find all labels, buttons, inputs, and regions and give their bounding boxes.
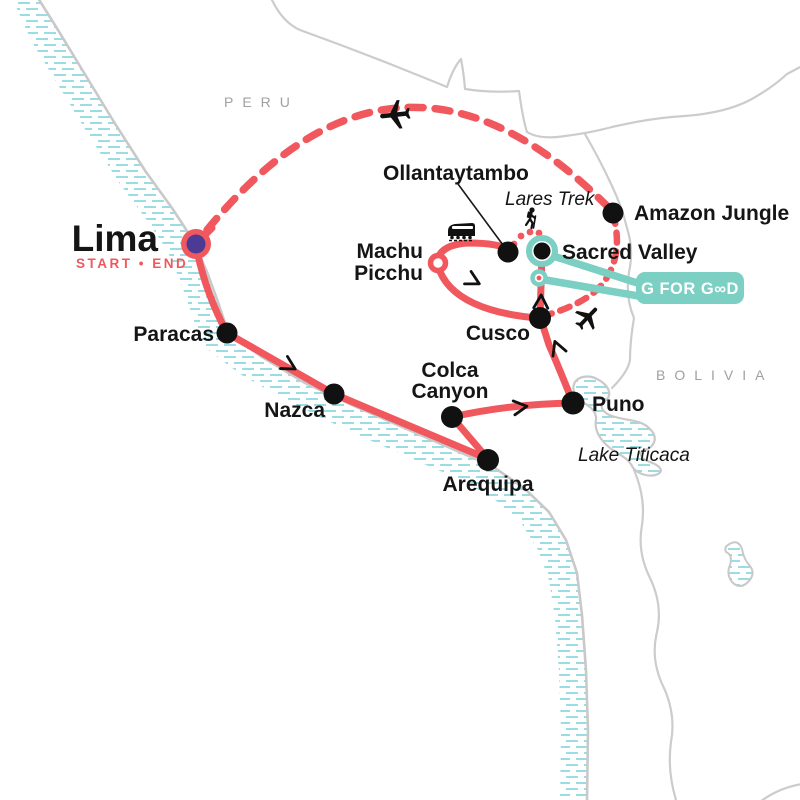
label-colca-line1: Colca bbox=[421, 359, 479, 382]
country-borders bbox=[270, 0, 800, 800]
lares-trek-dotted-path bbox=[510, 228, 543, 248]
marker-paracas bbox=[216, 322, 238, 344]
flight-route-amazon-cusco bbox=[543, 210, 621, 319]
coast-hatch-band bbox=[12, 0, 588, 800]
label-sacred-valley: Sacred Valley bbox=[562, 241, 698, 264]
g-for-good-label: G FOR G∞D bbox=[641, 280, 739, 298]
route-puno-cusco bbox=[537, 316, 577, 407]
ollantaytambo-pointer-line bbox=[457, 183, 504, 246]
label-machu-line2: Picchu bbox=[354, 262, 423, 285]
region-label-bolivia: BOLIVIA bbox=[656, 367, 773, 383]
marker-machu-picchu bbox=[427, 252, 449, 274]
small-lake bbox=[724, 541, 754, 587]
lake-titicaca-label: Lake Titicaca bbox=[578, 445, 690, 466]
marker-colca-canyon bbox=[441, 406, 463, 428]
label-machu-line1: Machu bbox=[356, 240, 423, 263]
marker-lima-start-end bbox=[181, 229, 211, 259]
marker-puno bbox=[561, 391, 585, 415]
label-puno: Puno bbox=[592, 393, 645, 416]
label-start-end: START • END bbox=[76, 256, 188, 271]
marker-nazca bbox=[323, 383, 345, 405]
marker-amazon-jungle bbox=[602, 202, 624, 224]
label-nazca: Nazca bbox=[264, 399, 325, 422]
plane-icon bbox=[380, 99, 411, 129]
train-icon bbox=[448, 223, 475, 242]
label-cusco: Cusco bbox=[466, 322, 530, 345]
marker-g-for-good-site bbox=[530, 269, 548, 287]
route-ollantaytambo-machu bbox=[434, 239, 512, 263]
g-for-good-connectors bbox=[536, 249, 654, 302]
label-arequipa: Arequipa bbox=[442, 473, 533, 496]
marker-sacred-valley bbox=[526, 235, 558, 267]
lake-titicaca bbox=[572, 375, 662, 477]
label-lima: Lima bbox=[72, 218, 159, 259]
route-colca-puno bbox=[448, 399, 577, 421]
marker-cusco bbox=[529, 307, 551, 329]
route-machu-cusco bbox=[434, 262, 542, 322]
stop-markers bbox=[181, 202, 624, 471]
route-direction-chevrons bbox=[279, 270, 568, 417]
label-amazon-jungle: Amazon Jungle bbox=[634, 202, 789, 225]
g-for-good-badge: G FOR G∞D bbox=[636, 272, 744, 304]
marker-arequipa bbox=[477, 449, 499, 471]
label-paracas: Paracas bbox=[133, 323, 214, 346]
plane-icon bbox=[575, 307, 598, 331]
marker-ollantaytambo bbox=[497, 241, 519, 263]
lares-trek-label: Lares Trek bbox=[505, 189, 596, 210]
label-colca-line2: Canyon bbox=[411, 380, 488, 403]
hiker-icon bbox=[524, 207, 537, 230]
flight-route-lima-amazon bbox=[203, 103, 617, 234]
label-ollantaytambo: Ollantaytambo bbox=[383, 162, 529, 185]
region-label-peru: PERU bbox=[224, 94, 299, 110]
